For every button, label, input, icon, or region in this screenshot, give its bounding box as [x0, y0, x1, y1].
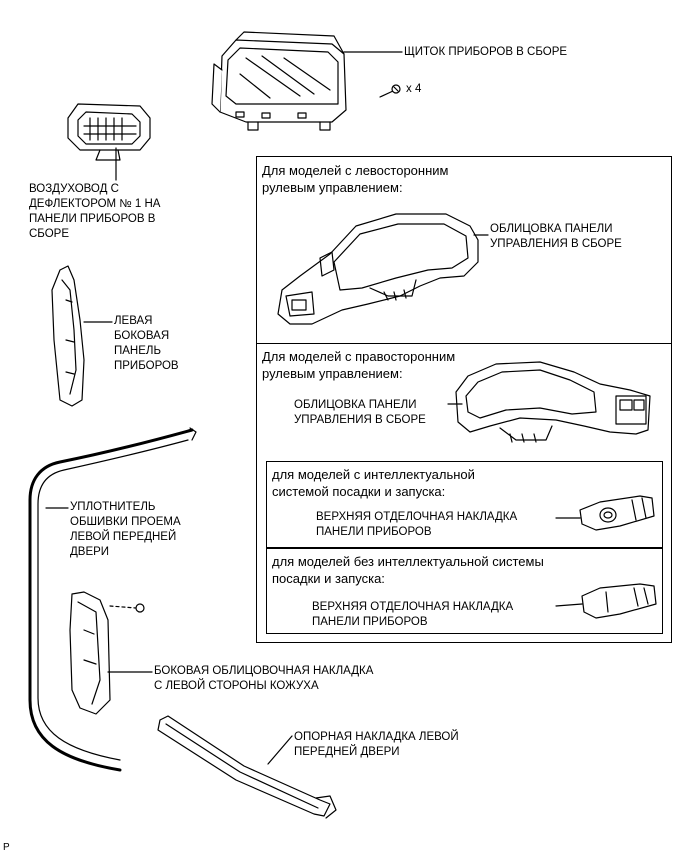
smart-entry-box: [266, 461, 663, 548]
nosmart-part-label: ВЕРХНЯЯ ОТДЕЛОЧНАЯ НАКЛАДКА ПАНЕЛИ ПРИБО…: [312, 601, 514, 628]
corner-mark: P: [3, 842, 10, 853]
rhd-part-label: ОБЛИЦОВКА ПАНЕЛИ УПРАВЛЕНИЯ В СБОРЕ: [294, 399, 426, 426]
nosmart-title: для моделей без интеллектуальной системы…: [272, 554, 544, 586]
weatherstrip-drawing: [30, 428, 196, 770]
weatherstrip-label: УПЛОТНИТЕЛЬ ОБШИВКИ ПРОЕМА ЛЕВОЙ ПЕРЕДНЕ…: [70, 501, 181, 558]
cowl-trim-label: БОКОВАЯ ОБЛИЦОВОЧНАЯ НАКЛАДКА С ЛЕВОЙ СТ…: [154, 665, 374, 692]
lhd-title: Для моделей с левосторонним рулевым упра…: [262, 163, 449, 195]
nosmart-upper-trim-drawing: [582, 584, 656, 618]
scuff-plate-label: ОПОРНАЯ НАКЛАДКА ЛЕВОЙ ПЕРЕДНЕЙ ДВЕРИ: [294, 731, 459, 758]
cluster-label: ЩИТОК ПРИБОРОВ В СБОРЕ: [404, 46, 568, 58]
combination-meter-drawing: [212, 32, 346, 130]
lhd-rhd-divider: [256, 343, 672, 344]
cowl-trim-drawing: [70, 592, 144, 714]
side-panel-label: ЛЕВАЯ БОКОВАЯ ПАНЕЛЬ ПРИБОРОВ: [114, 315, 179, 372]
rhd-title: Для моделей с правосторонним рулевым упр…: [262, 349, 456, 381]
no-smart-entry-box: [266, 548, 663, 634]
smart-part-label: ВЕРХНЯЯ ОТДЕЛОЧНАЯ НАКЛАДКА ПАНЕЛИ ПРИБО…: [316, 511, 518, 538]
lhd-finish-panel-drawing: [278, 214, 478, 324]
side-panel-drawing: [52, 266, 84, 406]
vent-drawing: [68, 104, 150, 160]
smart-title: для моделей с интеллектуальной системой …: [272, 467, 475, 499]
screw-count-label: x 4: [406, 83, 422, 95]
smart-upper-trim-drawing: [580, 496, 654, 530]
variant-panel-frame: [256, 156, 672, 643]
vent-label: ВОЗДУХОВОД С ДЕФЛЕКТОРОМ № 1 НА ПАНЕЛИ П…: [29, 183, 161, 240]
scuff-plate-drawing: [158, 716, 336, 818]
screw-drawing: [380, 85, 400, 97]
lhd-part-label: ОБЛИЦОВКА ПАНЕЛИ УПРАВЛЕНИЯ В СБОРЕ: [490, 223, 622, 250]
rhd-finish-panel-drawing: [456, 362, 650, 442]
